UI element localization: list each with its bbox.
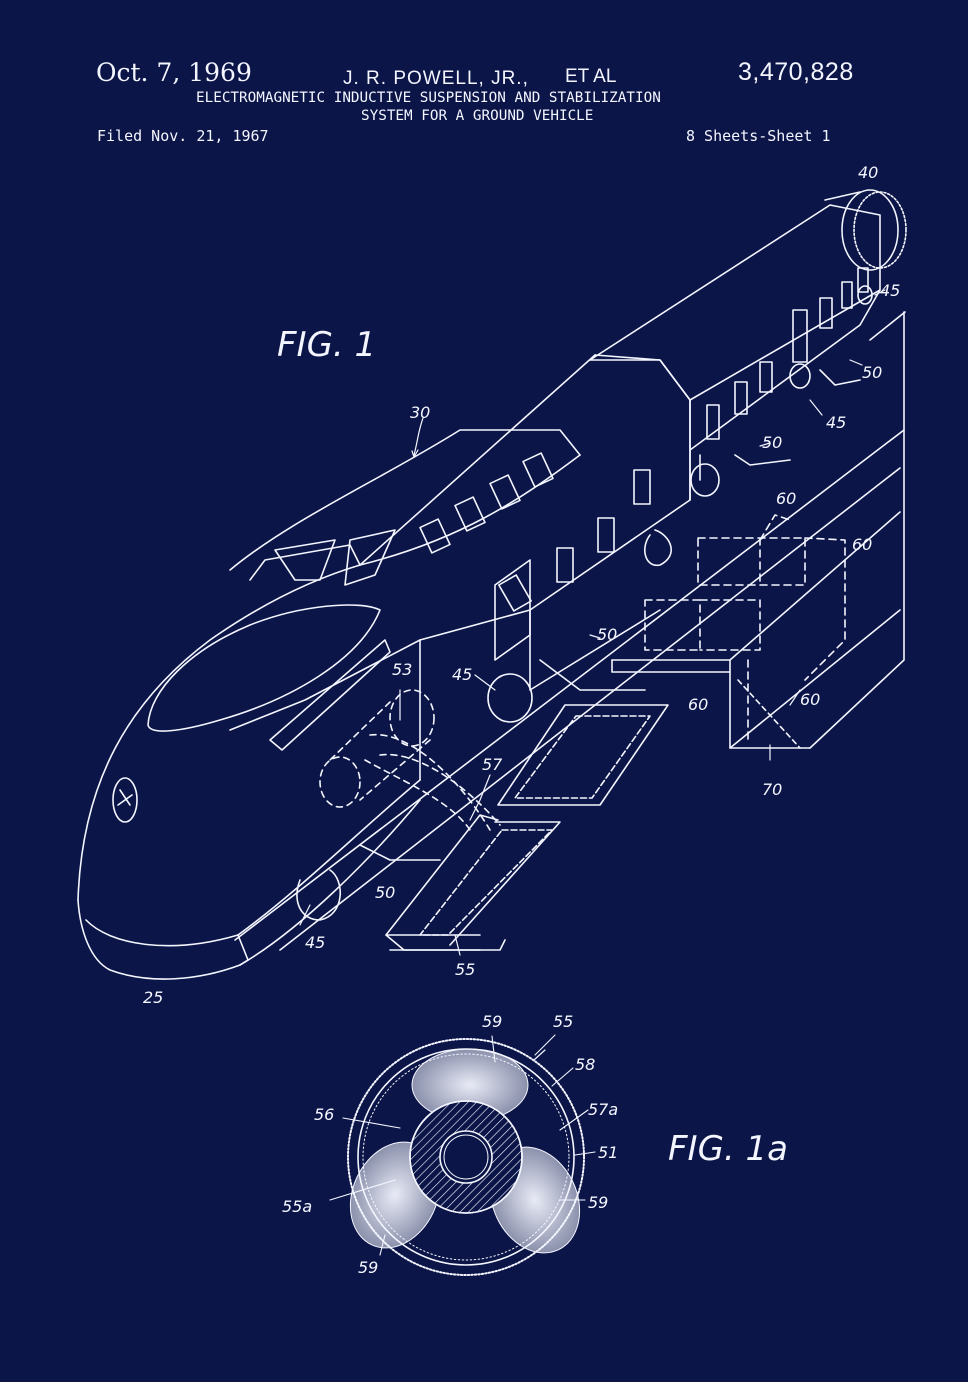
ref-57: 57 — [482, 755, 503, 774]
ref-60-b: 60 — [852, 535, 872, 554]
dashed-coil-boxes — [644, 514, 846, 741]
ref-45-top: 45 — [880, 281, 900, 300]
coil-dashed — [319, 689, 501, 831]
ref-30: 30 — [410, 403, 430, 422]
ref-45-left: 45 — [452, 665, 472, 684]
patent-title-line-2: SYSTEM FOR A GROUND VEHICLE — [361, 108, 594, 124]
ref-45-mid: 45 — [826, 413, 846, 432]
patent-date: Oct. 7, 1969 — [96, 58, 252, 87]
ref-55-top: 55 — [553, 1012, 573, 1031]
filed-date: Filed Nov. 21, 1967 — [97, 127, 269, 145]
leader-lines — [299, 289, 886, 1061]
ref-59-top: 59 — [482, 1012, 502, 1031]
levitation-plates — [385, 704, 669, 951]
fig1a-cross-section — [329, 1034, 596, 1276]
ref-57a: 57a — [588, 1100, 618, 1119]
ref-58: 58 — [575, 1055, 595, 1074]
ref-60-d: 60 — [800, 690, 820, 709]
reference-numerals: 40 45 50 45 30 50 60 60 50 53 45 60 60 5… — [143, 163, 900, 1277]
ref-59-bottom: 59 — [358, 1258, 378, 1277]
ref-50-low: 50 — [375, 883, 395, 902]
patent-number: 3,470,828 — [738, 58, 854, 86]
bogie-wheels — [296, 285, 873, 921]
fig1-label: FIG. 1 — [277, 325, 376, 365]
ref-25: 25 — [143, 988, 163, 1007]
ref-55-low: 55 — [455, 960, 475, 979]
ref-40: 40 — [858, 163, 878, 182]
ref-70: 70 — [762, 780, 782, 799]
sheet-count: 8 Sheets-Sheet 1 — [686, 127, 831, 145]
support-struts — [359, 369, 861, 861]
front-car — [77, 354, 691, 980]
ref-60-c: 60 — [688, 695, 708, 714]
et-al-label: ET AL — [565, 66, 617, 87]
ref-56: 56 — [314, 1105, 334, 1124]
ref-51: 51 — [598, 1143, 618, 1162]
fig1-train-drawing — [77, 189, 907, 1061]
guideway — [234, 311, 906, 951]
ref-45-low: 45 — [305, 933, 325, 952]
ref-50-top: 50 — [862, 363, 882, 382]
figure-labels: FIG. 1 FIG. 1a — [277, 325, 788, 1169]
patent-title-line-1: ELECTROMAGNETIC INDUCTIVE SUSPENSION AND… — [196, 90, 661, 106]
fig1a-leader-lines — [329, 1034, 596, 1256]
ref-50-center: 50 — [597, 625, 617, 644]
rear-end-cap — [824, 189, 907, 271]
ref-60-a: 60 — [776, 489, 796, 508]
ref-59-right: 59 — [588, 1193, 608, 1212]
fig1a-label: FIG. 1a — [668, 1129, 788, 1169]
ref-50-mid: 50 — [762, 433, 782, 452]
inventor-name: J. R. POWELL, JR., — [343, 68, 529, 89]
ref-55a: 55a — [282, 1197, 312, 1216]
ref-53: 53 — [392, 660, 412, 679]
